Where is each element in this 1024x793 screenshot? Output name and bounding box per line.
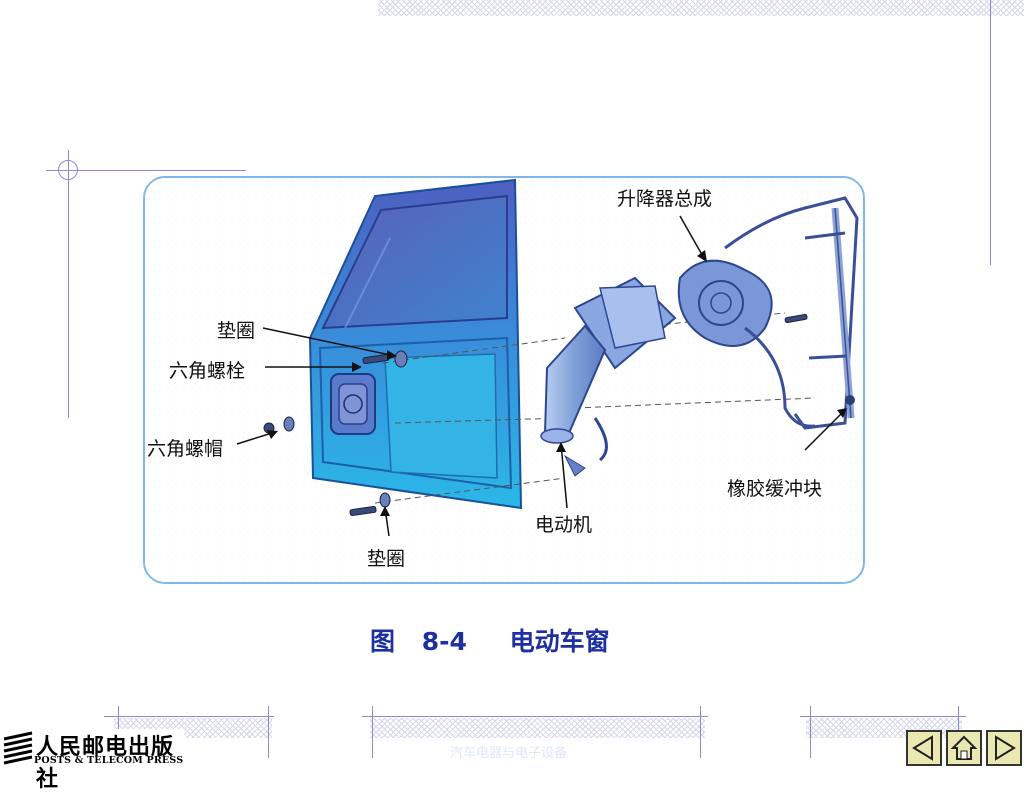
prev-slide-button[interactable]	[906, 730, 942, 766]
bottom-tick-4	[700, 706, 701, 758]
power-window-illustration	[145, 178, 863, 582]
label-washer-bottom: 垫圈	[367, 548, 406, 570]
bottom-tick-2	[268, 706, 269, 758]
footer-text: 汽车电器与电子设备	[450, 746, 568, 761]
home-button[interactable]	[946, 730, 982, 766]
label-regulator-assembly: 升降器总成	[617, 188, 713, 210]
publisher-logo: 人民邮电出版社 POSTS & TELECOM PRESS	[0, 729, 184, 792]
top-hatch-band	[378, 0, 1024, 16]
label-rubber-buffer: 橡胶缓冲块	[727, 478, 823, 500]
left-vertical-rule	[68, 150, 69, 418]
crosshair-circle-icon	[58, 160, 78, 180]
window-regulator-assembly	[677, 196, 859, 430]
label-washer-top: 垫圈	[217, 320, 256, 342]
figure-caption: 图 8-4 电动车窗	[370, 622, 628, 658]
label-motor: 电动机	[535, 514, 593, 536]
door-panel	[308, 178, 523, 510]
left-horizontal-rule	[46, 170, 246, 171]
right-vertical-rule	[990, 0, 991, 265]
electric-motor	[540, 276, 677, 477]
publisher-name-en: POSTS & TELECOM PRESS	[34, 755, 184, 766]
leader-lines	[236, 215, 846, 537]
caption-prefix: 图	[370, 627, 396, 656]
bottom-tick-3	[372, 706, 373, 758]
caption-number: 8-4	[421, 627, 467, 656]
label-hex-bolt: 六角螺栓	[169, 360, 246, 382]
leader-arrowheads	[267, 250, 847, 516]
label-hex-nut: 六角螺帽	[147, 438, 224, 460]
bottom-rule-left	[104, 716, 274, 717]
bottom-rule-right	[800, 716, 966, 717]
publisher-emblem-icon	[3, 731, 33, 765]
triangle-left-icon	[912, 735, 933, 761]
power-window-figure: 垫圈 六角螺栓 六角螺帽 垫圈 电动机 升降器总成 橡胶缓冲块	[143, 176, 865, 584]
home-icon	[950, 735, 978, 760]
bottom-rule-middle	[362, 716, 708, 717]
triangle-right-icon	[995, 735, 1016, 761]
bottom-hatch-middle	[370, 718, 705, 738]
bottom-tick-5	[810, 706, 811, 758]
next-slide-button[interactable]	[986, 730, 1022, 766]
caption-title: 电动车窗	[509, 627, 610, 656]
